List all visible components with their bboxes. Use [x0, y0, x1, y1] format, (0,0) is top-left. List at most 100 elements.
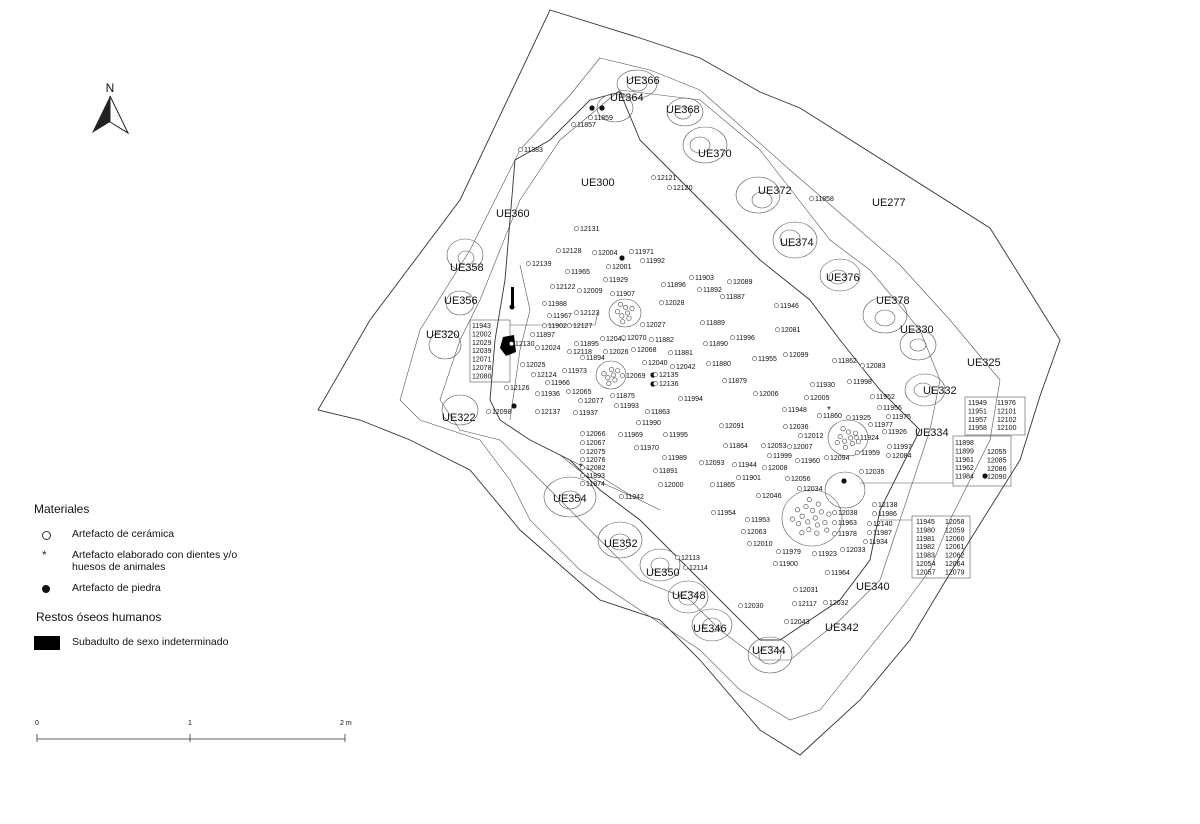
ceramic-marker — [847, 379, 852, 385]
list-entry: 12086 — [987, 466, 1007, 473]
artifact-label: 12120 — [673, 185, 693, 192]
artifact-label: 12075 — [586, 449, 606, 456]
artifact-label: 12033 — [846, 547, 866, 554]
ceramic-marker — [619, 313, 625, 319]
ceramic-marker — [629, 249, 634, 255]
black-rectangle-icon — [34, 636, 72, 650]
ceramic-marker — [812, 551, 817, 557]
artifact-label: 11930 — [816, 382, 835, 389]
ceramic-marker — [574, 226, 579, 232]
artifact-label: 11937 — [579, 410, 598, 417]
ceramic-marker — [486, 409, 491, 415]
ceramic-marker — [615, 368, 621, 374]
artifact-label: 12034 — [803, 486, 823, 493]
artifact-label: 11974 — [586, 481, 605, 488]
ue-label: UE344 — [752, 645, 786, 657]
ue-label: UE350 — [646, 567, 680, 579]
artifact-label: 12139 — [532, 261, 552, 268]
list-entry: 12101 — [997, 408, 1017, 415]
ceramic-marker — [736, 475, 741, 481]
ceramic-marker — [667, 185, 672, 191]
scale-tick-2: 2 m — [340, 720, 352, 727]
legend-human-title: Restos óseos humanos — [36, 610, 162, 624]
legend-row-ceramic: Artefacto de cerámica — [34, 528, 364, 540]
ceramic-marker — [761, 443, 766, 449]
ceramic-marker — [814, 522, 820, 528]
ceramic-marker — [723, 443, 728, 449]
artifact-label: 12098 — [492, 409, 512, 416]
ceramic-marker — [789, 516, 795, 522]
artifact-label: 11975 — [892, 414, 911, 421]
ceramic-marker — [531, 372, 536, 378]
ceramic-marker — [567, 349, 572, 355]
ceramic-marker — [535, 345, 540, 351]
artifact-label: 12000 — [664, 482, 684, 489]
ceramic-marker — [756, 493, 761, 499]
ceramic-marker — [840, 547, 845, 553]
artifact-label: 12099 — [789, 352, 809, 359]
ue-label: UE366 — [626, 75, 660, 87]
artifact-label: 12032 — [829, 600, 849, 607]
ceramic-marker — [545, 380, 550, 386]
artifact-label: 11979 — [782, 549, 801, 556]
list-entry: 11949 — [968, 400, 987, 407]
artifact-label: 11988 — [548, 301, 567, 308]
legend-bone-label-2: huesos de animales — [72, 561, 166, 573]
list-entry: 12058 — [945, 519, 965, 526]
artifact-label: 11862 — [838, 358, 857, 365]
ceramic-marker — [668, 350, 673, 356]
artifact-label: 12123 — [580, 310, 600, 317]
artifact-label: 12122 — [556, 284, 576, 291]
list-entry: 12002 — [472, 331, 492, 338]
list-entry: 12039 — [472, 348, 492, 355]
list-entry: 11980 — [916, 527, 935, 534]
ue-label: UE354 — [553, 493, 587, 505]
artifact-label: 11897 — [536, 332, 555, 339]
ceramic-marker — [610, 291, 615, 297]
ceramic-marker — [678, 396, 683, 402]
ceramic-marker — [732, 462, 737, 468]
ceramic-marker — [710, 482, 715, 488]
ceramic-marker — [863, 539, 868, 545]
ceramic-marker — [573, 410, 578, 416]
ceramic-marker — [825, 570, 830, 576]
list-entry: 11981 — [916, 536, 935, 543]
ceramic-marker — [509, 341, 514, 347]
ceramic-marker — [859, 469, 864, 475]
ceramic-marker — [727, 279, 732, 285]
artifact-label: 12031 — [799, 587, 819, 594]
ceramic-marker — [832, 520, 837, 526]
artifact-label: 12004 — [598, 250, 618, 257]
list-entry: 12061 — [945, 544, 965, 551]
artifact-label: 11864 — [729, 443, 748, 450]
artifact-label: 12007 — [793, 444, 813, 451]
legend-bone-label-1: Artefacto elaborado con dientes y/o — [72, 549, 238, 561]
ceramic-marker — [824, 455, 829, 461]
ceramic-marker — [615, 309, 621, 315]
artifact-label: 12118 — [573, 349, 592, 356]
artifact-label: 12121 — [657, 175, 677, 182]
artifact-label: 11934 — [869, 539, 888, 546]
artifact-label: 11942 — [625, 494, 644, 501]
artifact-label: 12053 — [767, 443, 787, 450]
ceramic-marker — [653, 468, 658, 474]
ceramic-marker — [817, 413, 822, 419]
ceramic-marker — [640, 322, 645, 328]
ue-label: UE374 — [780, 237, 814, 249]
artifact-label: 11857 — [577, 122, 596, 129]
list-entry: 12080 — [472, 373, 492, 380]
artifact-label: 12069 — [626, 373, 646, 380]
ceramic-marker — [753, 391, 758, 397]
ceramic-marker — [626, 315, 632, 321]
legend-subadult-label: Subadulto de sexo indeterminado — [72, 636, 229, 648]
ceramic-marker — [518, 147, 523, 153]
ceramic-marker — [823, 600, 828, 606]
artifact-label: 12083 — [866, 363, 886, 370]
list-boxes — [469, 311, 1026, 579]
ue-label: UE356 — [444, 295, 478, 307]
artifact-label: 11977 — [874, 422, 893, 429]
artifact-label: 11955 — [758, 356, 777, 363]
artifact-label: 11880 — [712, 361, 731, 368]
artifact-label: 11956 — [883, 405, 902, 412]
ceramic-marker — [741, 529, 746, 535]
